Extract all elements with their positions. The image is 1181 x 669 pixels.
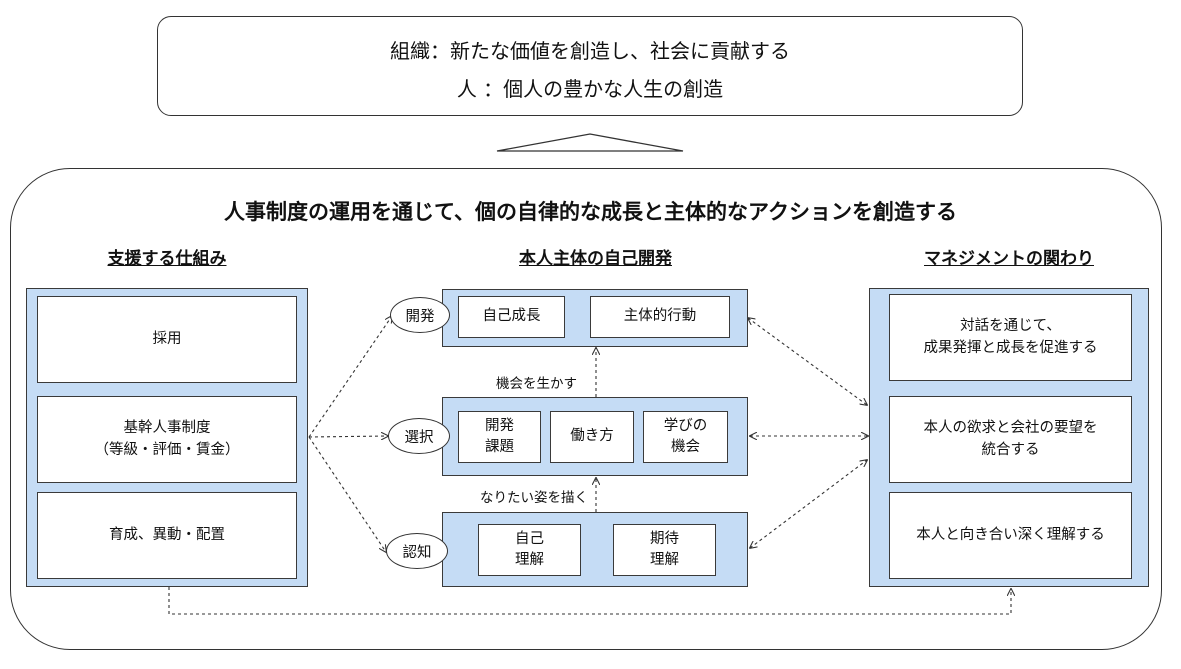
- management-item-dialogue: 対話を通じて、 成果発揮と成長を促進する: [889, 294, 1132, 381]
- arrow-support-to-recognize: [308, 436, 386, 552]
- select-item-dev-issues: 開発 課題: [458, 411, 541, 463]
- arrow-develop-management: [748, 318, 867, 405]
- main-heading: 人事制度の運用を通じて、個の自律的な成長と主体的なアクションを創造する: [224, 200, 957, 224]
- support-item-recruitment: 採用: [37, 296, 297, 383]
- support-panel: 採用 基幹人事制度 （等級・評価・賃金） 育成、異動・配置: [26, 288, 308, 587]
- transition-upper: 機会を生かす: [493, 372, 580, 392]
- arrow-support-to-select: [308, 436, 388, 437]
- stage-label-select: 選択: [388, 418, 450, 454]
- organization-purpose: 組織：新たな価値を創造し、社会に貢献する: [390, 39, 790, 63]
- upward-triangle: [496, 133, 684, 152]
- management-panel: 対話を通じて、 成果発揮と成長を促進する 本人の欲求と会社の要望を 統合する 本…: [869, 288, 1149, 587]
- select-panel: 開発 課題 働き方 学びの 機会: [442, 397, 748, 476]
- framework-frame: [10, 168, 1162, 650]
- management-item-understanding: 本人と向き合い深く理解する: [889, 492, 1132, 579]
- management-item-integration: 本人の欲求と会社の要望を 統合する: [889, 396, 1132, 483]
- management-title: マネジメントの関わり: [924, 249, 1094, 269]
- recognize-panel: 自己 理解 期待 理解: [442, 512, 748, 587]
- arrow-recognize-management: [750, 460, 867, 548]
- develop-item-self-growth: 自己成長: [458, 296, 565, 338]
- develop-item-proactive-action: 主体的行動: [590, 296, 730, 338]
- select-item-learning: 学びの 機会: [643, 411, 728, 463]
- arrow-support-to-management-loop: [168, 587, 1011, 615]
- recognize-item-self-understanding: 自己 理解: [478, 524, 581, 576]
- person-purpose: 人 ：個人の豊かな人生の創造: [456, 77, 724, 101]
- support-title: 支援する仕組み: [107, 249, 227, 269]
- purpose-box: 組織：新たな価値を創造し、社会に貢献する 人 ：個人の豊かな人生の創造: [157, 16, 1023, 116]
- select-item-work-style: 働き方: [550, 411, 634, 463]
- stage-label-develop: 開発: [390, 297, 450, 333]
- support-item-hr-system: 基幹人事制度 （等級・評価・賃金）: [37, 396, 297, 483]
- recognize-item-expectation-understanding: 期待 理解: [613, 524, 716, 576]
- develop-panel: 自己成長 主体的行動: [442, 289, 748, 347]
- transition-lower: なりたい姿を描く: [477, 486, 591, 506]
- self-development-title: 本人主体の自己開発: [519, 249, 672, 269]
- stage-label-recognize: 認知: [386, 533, 448, 569]
- support-item-training: 育成、異動・配置: [37, 492, 297, 579]
- arrow-support-to-develop: [308, 316, 392, 438]
